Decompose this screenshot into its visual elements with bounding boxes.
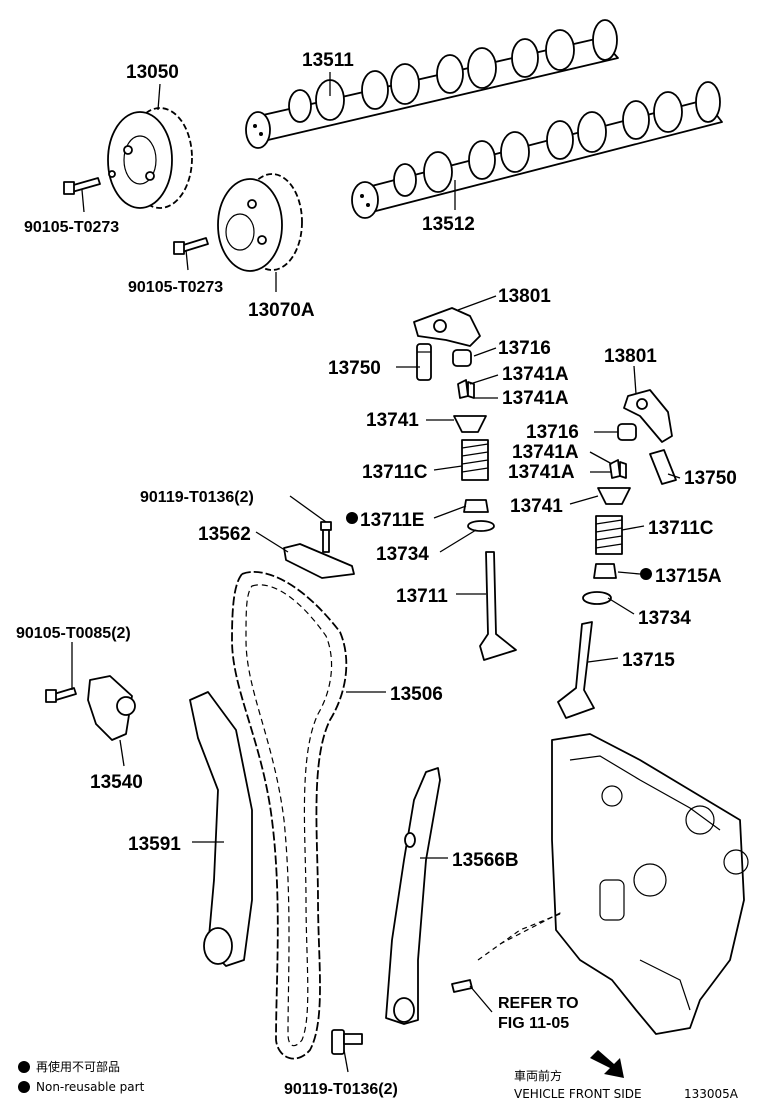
valve-keeper-13741A-left[interactable] xyxy=(457,379,475,399)
label-13511[interactable]: 13511 xyxy=(302,50,354,71)
figure-code: 133005A xyxy=(684,1087,739,1101)
label-13741A-left-2[interactable]: 13741A xyxy=(502,388,569,409)
vehicle-front-jp: 車両前方 xyxy=(514,1068,562,1083)
label-90119-T0136-lower[interactable]: 90119-T0136(2) xyxy=(284,1081,398,1098)
label-13741-left[interactable]: 13741 xyxy=(366,410,419,431)
label-13566B[interactable]: 13566B xyxy=(452,850,519,871)
valve-stem-cap-13716-left[interactable] xyxy=(452,349,472,367)
label-13716-left[interactable]: 13716 xyxy=(498,338,551,359)
label-13715[interactable]: 13715 xyxy=(622,650,675,671)
chain-guide-13562[interactable] xyxy=(283,543,355,579)
bolt-90119-upper[interactable] xyxy=(320,521,332,553)
label-13512[interactable]: 13512 xyxy=(422,214,475,235)
label-13070A[interactable]: 13070A xyxy=(248,300,315,321)
chain-tensioner-13540[interactable] xyxy=(87,675,136,741)
label-13711C-right[interactable]: 13711C xyxy=(648,518,714,539)
legend-nonreusable-jp: 再使用不可部品 xyxy=(36,1059,120,1074)
bolt-90105-upper[interactable] xyxy=(63,177,101,195)
exhaust-valve-13715[interactable] xyxy=(557,621,595,719)
part-labels: 13050 13511 90105-T0273 13512 90105-T027… xyxy=(16,50,737,1098)
valve-keeper-13741A-right[interactable] xyxy=(609,459,627,479)
label-13741A-left-1[interactable]: 13741A xyxy=(502,364,569,385)
nonreusable-marker-13711E xyxy=(346,512,358,524)
cam-timing-gear-13070A[interactable] xyxy=(217,173,303,272)
valve-spring-13711C-left[interactable] xyxy=(461,439,489,481)
label-13750-right[interactable]: 13750 xyxy=(684,468,737,489)
refer-line-2[interactable]: FIG 11-05 xyxy=(498,1015,569,1032)
chain-guide-13566B[interactable] xyxy=(385,767,441,1025)
label-13801-left[interactable]: 13801 xyxy=(498,286,551,307)
valve-stem-cap-13716-right[interactable] xyxy=(617,423,637,441)
refer-line-1[interactable]: REFER TO xyxy=(498,995,579,1012)
engine-block-outline xyxy=(477,733,749,1035)
camshaft-13511[interactable] xyxy=(245,19,619,149)
cam-timing-gear-13050[interactable] xyxy=(107,107,193,209)
label-13716-right[interactable]: 13716 xyxy=(526,422,579,443)
label-90105-T0273-a[interactable]: 90105-T0273 xyxy=(24,219,119,236)
spring-seat-13734-right[interactable] xyxy=(582,591,612,605)
leader-lines xyxy=(71,72,681,1073)
label-13741A-right-1[interactable]: 13741A xyxy=(512,442,579,463)
label-13711E[interactable]: 13711E xyxy=(360,510,424,531)
label-13711C-left[interactable]: 13711C xyxy=(362,462,428,483)
nonreusable-marker-13715A xyxy=(640,568,652,580)
label-13801-right[interactable]: 13801 xyxy=(604,346,657,367)
label-90119-T0136-upper[interactable]: 90119-T0136(2) xyxy=(140,489,254,506)
bolt-90119-lower[interactable] xyxy=(331,1029,363,1055)
rocker-arm-13801-left[interactable] xyxy=(413,307,481,347)
spring-retainer-13741-left[interactable] xyxy=(453,415,487,433)
label-13711[interactable]: 13711 xyxy=(396,586,448,607)
valve-stem-seal-13711E[interactable] xyxy=(463,499,489,513)
front-arrow-icon xyxy=(590,1050,624,1078)
footer: 車両前方 VEHICLE FRONT SIDE 133005A xyxy=(514,1050,739,1101)
valve-spring-13711C-right[interactable] xyxy=(595,515,623,555)
spring-seat-13734-left[interactable] xyxy=(467,520,495,532)
label-13734-right[interactable]: 13734 xyxy=(638,608,691,629)
bolt-90105-lower[interactable] xyxy=(173,237,209,255)
label-90105-T0273-b[interactable]: 90105-T0273 xyxy=(128,279,223,296)
rocker-arm-13801-right[interactable] xyxy=(623,389,673,443)
chain-tensioner-arm-13591[interactable] xyxy=(189,691,253,967)
label-13506[interactable]: 13506 xyxy=(390,684,443,705)
label-13734-left[interactable]: 13734 xyxy=(376,544,429,565)
dowel-pin xyxy=(451,979,473,993)
intake-valve-13711[interactable] xyxy=(479,551,517,661)
lash-adjuster-13750-right[interactable] xyxy=(649,449,677,485)
label-90105-T0085[interactable]: 90105-T0085(2) xyxy=(16,625,131,642)
label-13750-left[interactable]: 13750 xyxy=(328,358,381,379)
label-13591[interactable]: 13591 xyxy=(128,834,181,855)
camshaft-13512[interactable] xyxy=(351,81,723,219)
timing-chain-13506[interactable] xyxy=(231,571,348,1060)
valve-stem-seal-13715A[interactable] xyxy=(593,563,617,579)
label-13540[interactable]: 13540 xyxy=(90,772,143,793)
legend: 再使用不可部品 Non-reusable part xyxy=(18,1059,145,1094)
label-13050[interactable]: 13050 xyxy=(126,62,179,83)
label-13562[interactable]: 13562 xyxy=(198,524,251,545)
legend-bullet-jp xyxy=(18,1061,30,1073)
spring-retainer-13741-right[interactable] xyxy=(597,487,631,505)
label-13715A[interactable]: 13715A xyxy=(655,566,722,587)
lash-adjuster-13750-left[interactable] xyxy=(416,343,432,381)
bolt-90105-tensioner[interactable] xyxy=(45,687,77,703)
legend-bullet-en xyxy=(18,1081,30,1093)
label-13741-right[interactable]: 13741 xyxy=(510,496,563,517)
label-13741A-right-2[interactable]: 13741A xyxy=(508,462,575,483)
vehicle-front-en: VEHICLE FRONT SIDE xyxy=(514,1087,642,1101)
legend-nonreusable-en: Non-reusable part xyxy=(36,1080,145,1094)
